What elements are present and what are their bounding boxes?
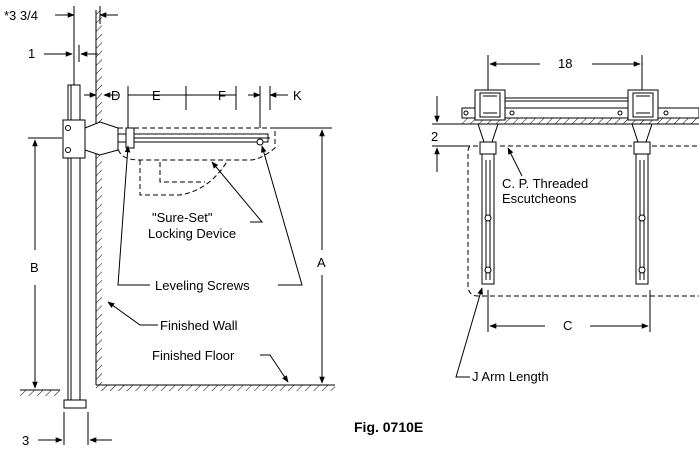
carrier-right — [617, 89, 669, 285]
label-leveling-screws: Leveling Screws — [155, 278, 250, 293]
label-e: E — [152, 88, 161, 103]
leader-escutcheons — [507, 147, 523, 177]
label-dim-18: 18 — [558, 56, 572, 71]
leader-finished-floor — [260, 354, 289, 383]
dim-a — [275, 127, 332, 384]
label-c: C — [563, 318, 572, 333]
dim-3 — [38, 412, 112, 445]
label-f: F — [218, 88, 226, 103]
label-a: A — [317, 255, 326, 270]
dim-1 — [44, 45, 98, 62]
support-post — [62, 20, 87, 409]
label-dim-1: 1 — [28, 46, 35, 61]
leader-j-arm — [455, 287, 483, 378]
leader-leveling-screws — [117, 145, 150, 286]
front-view — [432, 55, 699, 378]
lavatory-outline-front — [467, 145, 699, 297]
label-escutcheon-line2: Escutcheons — [502, 191, 577, 206]
label-j-arm-length: J Arm Length — [472, 369, 549, 384]
arm-bracket — [84, 121, 119, 156]
lavatory-arm — [117, 127, 270, 149]
label-sure-set-line1: "Sure-Set" — [152, 210, 213, 225]
dim-18 — [487, 55, 643, 90]
mounting-plate — [461, 97, 699, 119]
label-k: K — [293, 88, 302, 103]
label-finished-floor: Finished Floor — [152, 348, 235, 363]
finished-wall — [95, 10, 102, 385]
label-dim-3: 3 — [22, 433, 29, 448]
leader-leveling-screws-right — [261, 145, 303, 286]
figure-caption: Fig. 0710E — [354, 419, 423, 435]
dim-c — [487, 290, 651, 332]
label-dim-2: 2 — [431, 129, 438, 144]
side-view — [20, 6, 335, 445]
lavatory-outline — [117, 127, 276, 196]
leader-finished-wall — [107, 301, 158, 326]
dim-2 — [432, 96, 470, 172]
finished-floor-hatch — [20, 384, 335, 396]
dim-d-e-f-k — [84, 86, 288, 128]
top-surface — [462, 118, 699, 125]
leader-sure-set — [211, 161, 264, 223]
dim-3-3-4 — [55, 6, 118, 24]
dim-b — [28, 137, 62, 389]
label-sure-set-line2: Locking Device — [148, 226, 236, 241]
label-escutcheon-line1: C. P. Threaded — [502, 176, 588, 191]
label-b: B — [30, 260, 39, 275]
label-dim-3-3-4: *3 3/4 — [4, 8, 38, 23]
carrier-left — [463, 89, 515, 285]
label-d: D — [111, 88, 120, 103]
label-finished-wall: Finished Wall — [160, 318, 238, 333]
